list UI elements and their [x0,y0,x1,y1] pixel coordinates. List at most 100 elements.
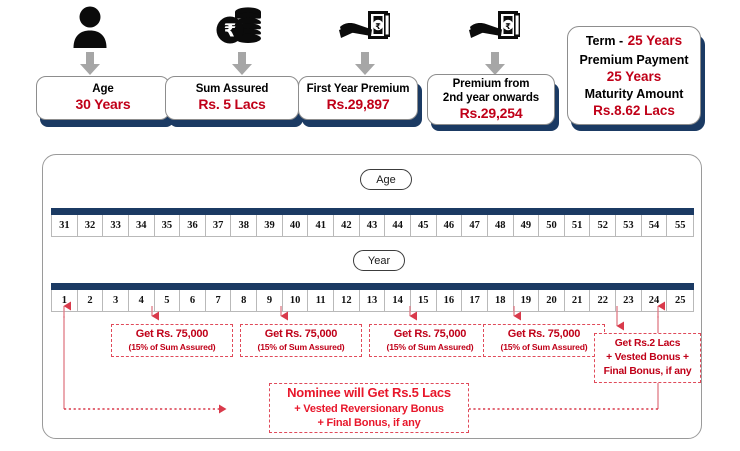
year-cell-22[interactable]: 22 [590,290,617,311]
year-cell-13[interactable]: 13 [360,290,386,311]
age-cell-36[interactable]: 36 [180,215,206,236]
age-cell-43[interactable]: 43 [360,215,386,236]
svg-text:₹: ₹ [375,22,381,31]
svg-text:₹: ₹ [505,22,511,31]
year-cell-19[interactable]: 19 [514,290,540,311]
card-sum-assured-value: Rs. 5 Lacs [198,96,266,113]
benefit-amount: Get Rs. 75,000 [264,328,338,341]
card-sum-assured: Sum Assured Rs. 5 Lacs [165,76,299,120]
benefit-amount: Get Rs. 75,000 [507,328,581,341]
year-cell-15[interactable]: 15 [411,290,437,311]
year-cell-24[interactable]: 24 [642,290,668,311]
age-cell-37[interactable]: 37 [206,215,232,236]
age-cell-32[interactable]: 32 [78,215,104,236]
card-renewal-premium: Premium from 2nd year onwards Rs.29,254 [427,74,555,125]
benefit-callout-year-10: Get Rs. 75,000 (15% of Sum Assured) [240,324,362,357]
year-cell-14[interactable]: 14 [385,290,411,311]
age-cell-31[interactable]: 31 [52,215,78,236]
age-cell-42[interactable]: 42 [334,215,360,236]
year-cell-21[interactable]: 21 [565,290,591,311]
age-cell-44[interactable]: 44 [385,215,411,236]
death-benefit-callout: Nominee will Get Rs.5 Lacs + Vested Reve… [269,383,469,433]
benefit-note: (15% of Sum Assured) [128,342,216,352]
rupee-coins-icon: ₹ [206,4,276,50]
age-cell-51[interactable]: 51 [565,215,591,236]
benefit-callout-year-15: Get Rs. 75,000 (15% of Sum Assured) [369,324,491,357]
year-cell-16[interactable]: 16 [437,290,463,311]
card-renewal-premium-label-line2: 2nd year onwards [442,91,540,104]
death-benefit-line1: Nominee will Get Rs.5 Lacs [287,385,451,401]
card-renewal-premium-value: Rs.29,254 [459,104,523,121]
summary-premium-payment-label: Premium Payment [579,53,689,68]
summary-term-value: 25 Years [627,33,683,49]
age-cell-46[interactable]: 46 [437,215,463,236]
year-cell-4[interactable]: 4 [129,290,155,311]
year-cell-20[interactable]: 20 [539,290,565,311]
benefit-callout-year-20: Get Rs. 75,000 (15% of Sum Assured) [483,324,605,357]
age-cell-34[interactable]: 34 [129,215,155,236]
person-icon [62,4,118,50]
card-renewal-premium-label-line1: Premium from [452,77,530,90]
year-cell-9[interactable]: 9 [257,290,283,311]
benefit-amount: Get Rs. 75,000 [393,328,467,341]
age-cell-40[interactable]: 40 [283,215,309,236]
year-cell-23[interactable]: 23 [616,290,642,311]
benefit-amount: Get Rs. 75,000 [135,328,209,341]
death-benefit-line2: + Vested Reversionary Bonus [294,403,444,416]
death-benefit-line3: + Final Bonus, if any [317,417,421,430]
age-cell-52[interactable]: 52 [590,215,617,236]
age-cell-54[interactable]: 54 [642,215,668,236]
age-cell-49[interactable]: 49 [514,215,540,236]
maturity-benefit-line3: Final Bonus, if any [603,365,692,377]
age-timeline-bar [51,208,694,215]
age-cell-38[interactable]: 38 [231,215,258,236]
year-cell-1[interactable]: 1 [52,290,78,311]
age-pill-label: Age [360,169,412,190]
year-cell-17[interactable]: 17 [462,290,488,311]
age-cell-39[interactable]: 39 [257,215,283,236]
year-cell-11[interactable]: 11 [308,290,335,311]
arrow-down-icon [354,52,376,76]
year-pill-label: Year [353,250,405,271]
maturity-benefit-line1: Get Rs.2 Lacs [614,338,681,350]
age-cell-45[interactable]: 45 [411,215,437,236]
age-cell-55[interactable]: 55 [674,220,686,231]
benefit-note: (15% of Sum Assured) [257,342,345,352]
summary-maturity-value: Rs.8.62 Lacs [593,103,675,119]
maturity-benefit-callout: Get Rs.2 Lacs + Vested Bonus + Final Bon… [594,333,701,383]
age-cell-41[interactable]: 41 [308,215,335,236]
summary-term-row: Term - 25 Years [586,31,682,52]
arrow-down-icon [484,52,506,76]
year-cell-18[interactable]: 18 [488,290,514,311]
age-cell-33[interactable]: 33 [103,215,129,236]
year-cell-2[interactable]: 2 [78,290,104,311]
year-cell-7[interactable]: 7 [206,290,232,311]
year-cell-25[interactable]: 25 [674,295,686,306]
benefit-note: (15% of Sum Assured) [500,342,588,352]
year-cell-12[interactable]: 12 [334,290,360,311]
card-first-year-premium-label: First Year Premium [306,83,410,96]
age-cell-35[interactable]: 35 [155,215,181,236]
benefit-note: (15% of Sum Assured) [386,342,474,352]
card-age-value: 30 Years [75,96,131,113]
age-cell-50[interactable]: 50 [539,215,565,236]
card-age-label: Age [92,83,114,96]
age-cell-47[interactable]: 47 [462,215,488,236]
maturity-benefit-line2: + Vested Bonus + [606,352,689,364]
year-cell-3[interactable]: 3 [103,290,129,311]
year-cell-10[interactable]: 10 [283,290,309,311]
summary-term-label: Term - [585,34,624,49]
year-cell-5[interactable]: 5 [155,290,181,311]
age-cell-53[interactable]: 53 [616,215,642,236]
hand-cash-icon: ₹ [330,4,400,50]
year-cell-6[interactable]: 6 [180,290,206,311]
year-cell-8[interactable]: 8 [231,290,258,311]
card-policy-summary: Term - 25 Years Premium Payment 25 Years… [567,26,701,125]
year-timeline-bar [51,283,694,290]
age-cell-48[interactable]: 48 [488,215,514,236]
